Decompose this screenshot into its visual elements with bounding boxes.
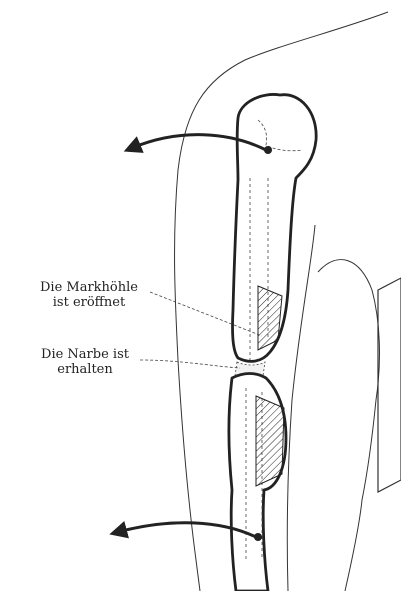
torso-outline [318, 260, 379, 500]
scar-label-line1: Die Narbe ist [28, 347, 142, 362]
scar-label-line2: erhalten [28, 362, 142, 377]
chest-block [378, 278, 401, 492]
upper-traction-arrow [132, 135, 266, 150]
medullary-leader-line [150, 292, 262, 336]
medullary-cavity-label-line1: Die Markhöhle [30, 280, 148, 295]
scar-leader-line [140, 360, 240, 368]
lower-traction-arrow [118, 523, 256, 537]
medullary-cavity-label: Die Markhöhle ist eröffnet [30, 280, 148, 310]
armpit-outline [345, 500, 362, 591]
bone-head-neck [258, 120, 302, 151]
scar-label: Die Narbe ist erhalten [28, 347, 142, 377]
lower-resection-hatch [256, 396, 284, 486]
medullary-cavity-label-line2: ist eröffnet [30, 295, 148, 310]
arm-inner-outline [287, 225, 315, 591]
